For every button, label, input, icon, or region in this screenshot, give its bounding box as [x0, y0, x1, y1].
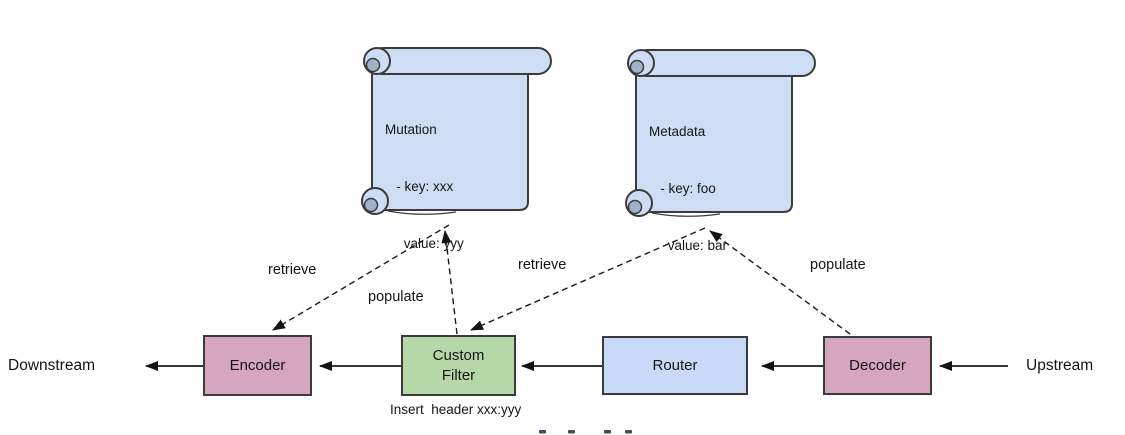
node-custom-filter: Custom Filter: [401, 335, 516, 396]
scroll-title: Metadata: [649, 124, 706, 139]
scroll-shape-icon: [625, 49, 816, 217]
clipped-text-fragment: [568, 430, 575, 434]
node-label: Decoder: [849, 356, 906, 374]
node-label: Encoder: [229, 356, 286, 374]
arrow-decoder-to-metadata-populate: [709, 230, 851, 335]
node-label: Router: [652, 356, 698, 374]
scroll-line: - key: foo: [649, 181, 716, 196]
node-decoder: Decoder: [823, 336, 932, 395]
scroll-line: - key: xxx: [385, 179, 454, 194]
arrow-mutation-to-encoder-retrieve: [272, 224, 450, 331]
mutation-scroll: Mutation - key: xxx value: yyy: [358, 45, 554, 251]
node-router: Router: [602, 336, 748, 395]
metadata-scroll: Metadata - key: foo value: bar: [622, 47, 818, 253]
arrow-customfilter-to-mutation-populate: [441, 230, 458, 335]
edge-label-retrieve-customfilter: retrieve: [518, 257, 567, 273]
clipped-text-fragment: [604, 430, 611, 434]
arrow-metadata-to-customfilter-retrieve: [470, 227, 706, 331]
clipped-text-fragment: [625, 430, 632, 434]
edge-label-populate-metadata: populate: [810, 257, 866, 273]
downstream-label: Downstream: [8, 357, 95, 374]
upstream-label: Upstream: [1026, 357, 1094, 374]
node-encoder: Encoder: [203, 335, 312, 396]
scroll-title: Mutation: [385, 122, 437, 137]
insert-header-caption: Insert header xxx:yyy: [390, 402, 522, 417]
node-label: Custom Filter: [432, 346, 485, 384]
edge-label-populate-mutation: populate: [368, 289, 424, 305]
scroll-shape-icon: [361, 47, 552, 215]
clipped-text-fragment: [539, 430, 546, 434]
edge-label-retrieve-encoder: retrieve: [268, 262, 317, 278]
